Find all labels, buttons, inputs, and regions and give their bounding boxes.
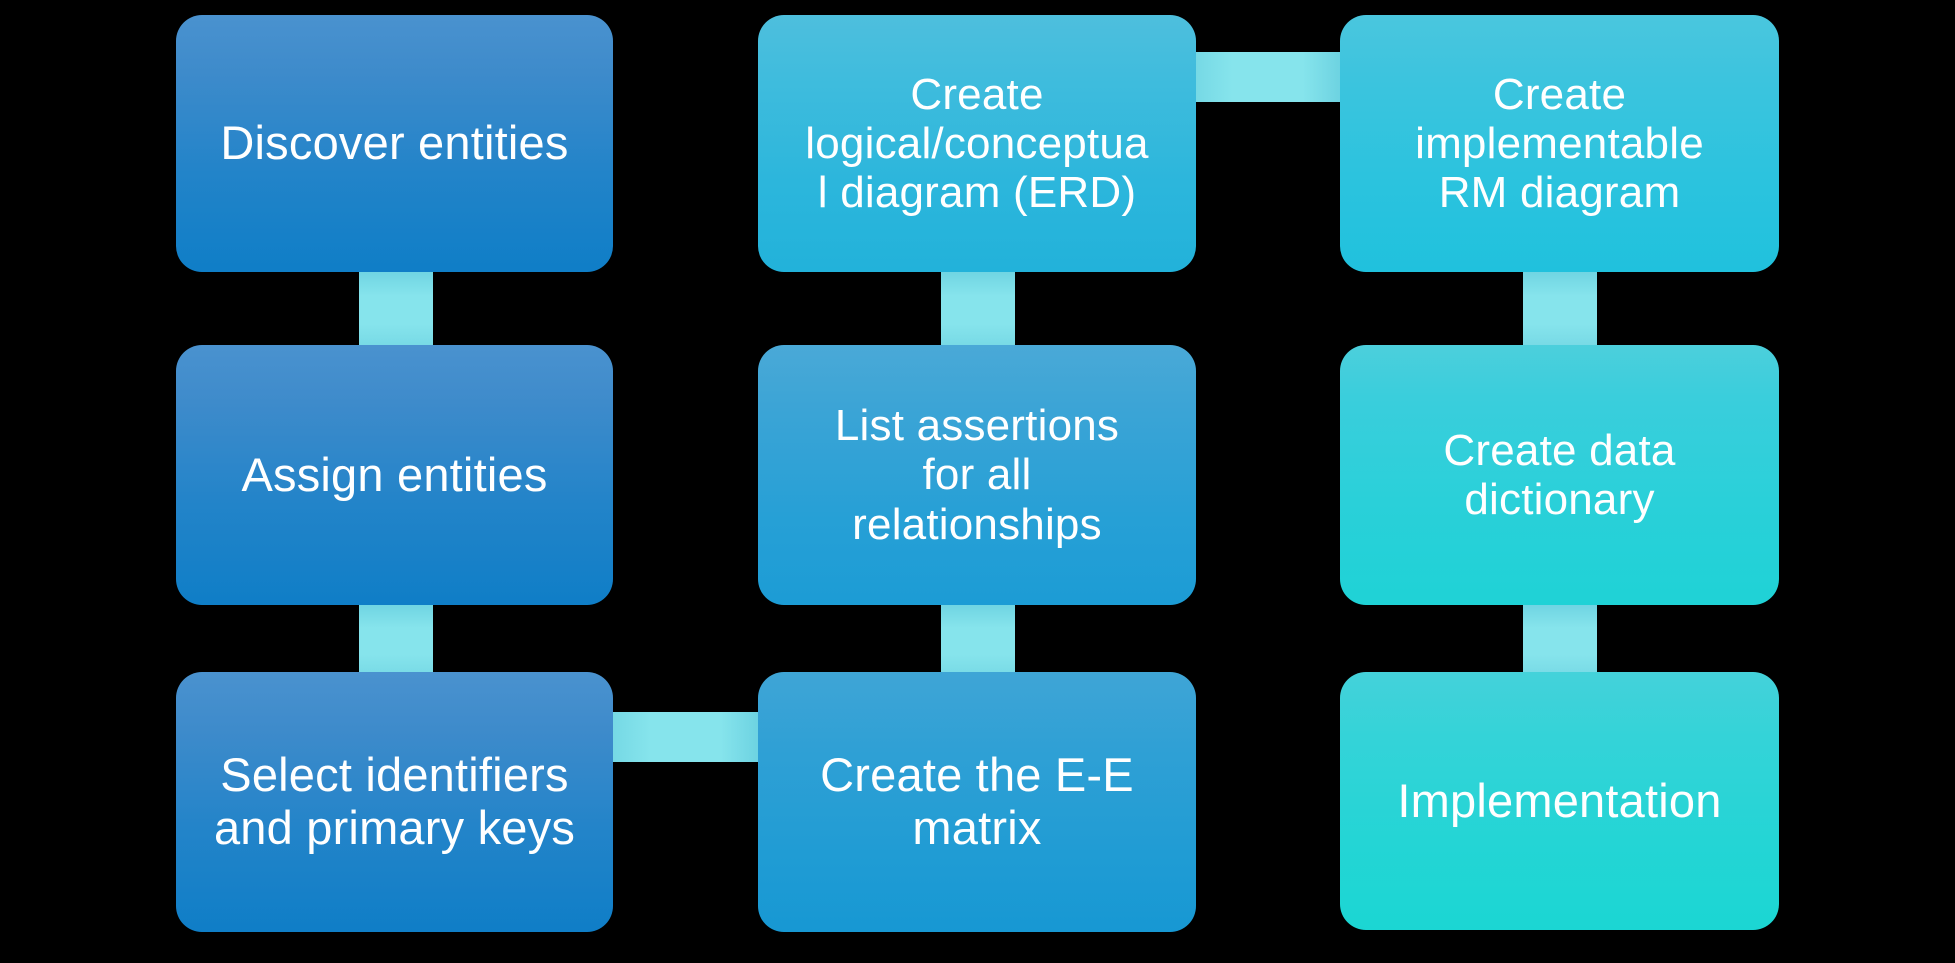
node-label: Create data dictionary <box>1443 425 1676 524</box>
node-label: Create logical/conceptua l diagram (ERD) <box>805 69 1149 218</box>
node-label: Create implementable RM diagram <box>1415 69 1704 218</box>
node-create-logical-conceptual-diagram[interactable]: Create logical/conceptua l diagram (ERD) <box>758 15 1196 272</box>
connector-rm-diagram-to-data-dictionary <box>1523 258 1597 358</box>
node-discover-entities[interactable]: Discover entities <box>176 15 613 272</box>
node-label: List assertions for all relationships <box>834 401 1120 549</box>
connector-select-identifiers-to-ee-matrix <box>598 712 773 762</box>
node-create-implementable-rm-diagram[interactable]: Create implementable RM diagram <box>1340 15 1779 272</box>
node-label: Implementation <box>1397 773 1722 827</box>
node-assign-entities[interactable]: Assign entities <box>176 345 613 605</box>
connector-discover-to-assign <box>359 258 433 358</box>
node-label: Assign entities <box>241 447 548 501</box>
node-list-assertions-for-all-relationships[interactable]: List assertions for all relationships <box>758 345 1196 605</box>
node-label: Select identifiers and primary keys <box>213 748 576 854</box>
node-create-data-dictionary[interactable]: Create data dictionary <box>1340 345 1779 605</box>
node-implementation[interactable]: Implementation <box>1340 672 1779 930</box>
connector-erd-to-rm-diagram <box>1180 52 1355 102</box>
node-label: Discover entities <box>220 116 569 170</box>
connector-data-dictionary-to-implementation <box>1523 592 1597 687</box>
node-select-identifiers-and-primary-keys[interactable]: Select identifiers and primary keys <box>176 672 613 932</box>
node-create-the-ee-matrix[interactable]: Create the E-E matrix <box>758 672 1196 932</box>
connector-assign-to-select-identifiers <box>359 592 433 687</box>
node-label: Create the E-E matrix <box>820 748 1134 854</box>
connector-list-assertions-to-ee-matrix <box>941 592 1015 687</box>
connector-erd-to-list-assertions <box>941 258 1015 358</box>
